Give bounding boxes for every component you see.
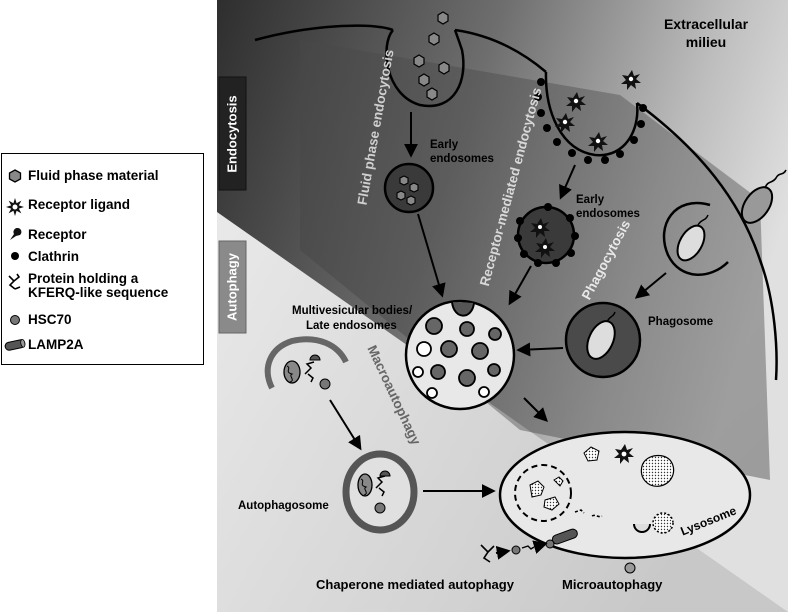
early-endosomes-label: endosomes — [576, 208, 640, 220]
extracellular-label: milieu — [686, 34, 726, 50]
tab-autophagy: Autophagy — [218, 240, 247, 334]
early-endosomes-label: Early — [430, 139, 459, 151]
phagosome — [564, 301, 642, 379]
mvb-label: Multivesicular bodies/ — [292, 305, 413, 317]
arrow — [516, 342, 564, 357]
early-endosome-fluid — [383, 162, 435, 214]
hexagon-icon — [8, 169, 22, 183]
plasma-membrane — [454, 28, 547, 73]
receptor-icon — [10, 228, 22, 240]
mvb-label: Late endosomes — [306, 320, 397, 332]
tab-endocytosis-label: Endocytosis — [224, 95, 239, 172]
cylinder-icon — [4, 339, 26, 351]
cma-pathway — [480, 528, 636, 574]
legend-item-fluid-phase: Fluid phase material — [2, 169, 159, 183]
fluid-phase-material — [413, 11, 450, 101]
arrow — [523, 397, 548, 422]
legend-label: Receptor ligand — [28, 197, 131, 212]
tab-endocytosis: Endocytosis — [218, 76, 247, 191]
legend-label: HSC70 — [28, 312, 72, 327]
arrow — [329, 399, 362, 451]
extracellular-label: Extracellular — [664, 16, 749, 32]
multivesicular-body — [404, 299, 516, 411]
plasma-membrane — [636, 101, 778, 381]
fluid-phase-pit — [385, 29, 465, 108]
legend-item-kferq-protein: Protein holding a KFERQ-like sequence — [2, 272, 168, 300]
legend-item-receptor-ligand: Receptor ligand — [2, 198, 130, 216]
early-endosome-receptor — [514, 203, 579, 267]
arrow — [634, 272, 667, 299]
autophagosome-label: Autophagosome — [238, 500, 329, 512]
star-burst-icon — [6, 198, 24, 216]
plasma-membrane — [254, 24, 394, 42]
autophagosome — [342, 450, 418, 534]
legend: Fluid phase material Receptor ligand Rec… — [1, 153, 204, 365]
microautophagy-label: Microautophagy — [562, 577, 663, 592]
phagophore — [264, 336, 349, 390]
arrow — [417, 213, 446, 298]
legend-label: Receptor — [28, 227, 87, 242]
engulfed-bacterium — [676, 214, 709, 262]
legend-item-lamp2a: LAMP2A — [2, 338, 84, 352]
legend-label: Clathrin — [28, 249, 80, 264]
clathrin-coated-pit — [544, 71, 639, 157]
receptor-ligands — [555, 70, 641, 152]
tab-autophagy-label: Autophagy — [224, 252, 239, 321]
protein-icon — [8, 273, 21, 290]
arrow — [559, 164, 576, 200]
legend-label: Protein holding a KFERQ-like sequence — [28, 271, 169, 300]
arrow — [508, 265, 532, 306]
dot-icon — [11, 252, 19, 260]
pathway-arrows — [329, 112, 667, 498]
bacterium — [740, 169, 787, 224]
phagocytic-cup — [662, 201, 729, 276]
legend-item-receptor: Receptor — [2, 228, 87, 242]
lysosome: Lysosome — [498, 430, 752, 560]
legend-label: LAMP2A — [28, 337, 84, 352]
circle-gray-icon — [10, 315, 20, 325]
legend-item-clathrin: Clathrin — [2, 250, 79, 264]
clathrin-coat — [534, 78, 647, 164]
cma-label: Chaperone mediated autophagy — [316, 577, 515, 592]
early-endosomes-label: endosomes — [430, 153, 494, 165]
phagosome-label: Phagosome — [648, 316, 713, 328]
early-endosomes-label: Early — [576, 194, 605, 206]
legend-label: Fluid phase material — [28, 168, 159, 183]
legend-item-hsc70: HSC70 — [2, 313, 72, 327]
